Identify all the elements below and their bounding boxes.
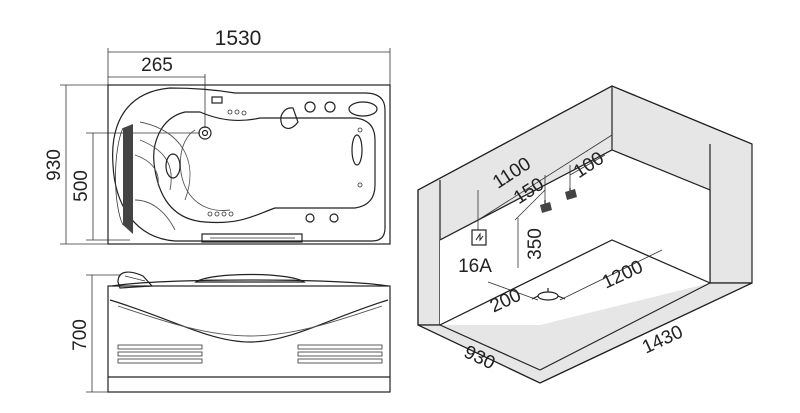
dimension-width: 930 [44, 84, 108, 245]
valve-left [304, 101, 316, 113]
dimension-width-label: 930 [44, 149, 65, 181]
shower-holder [348, 101, 378, 117]
power-socket-label: 16A [458, 256, 492, 277]
dimension-height-label: 700 [70, 319, 91, 351]
top-handle [194, 273, 306, 283]
dimension-length-label: 1530 [215, 27, 262, 50]
skirt-curve [109, 299, 389, 343]
dimension-inner-label: 500 [71, 170, 92, 202]
headrest-pillow [165, 153, 181, 179]
dimension-height: 700 [70, 274, 120, 393]
tub-outline-front [107, 285, 391, 393]
water-valve-right [565, 188, 577, 200]
tub-outline-top [107, 84, 391, 245]
dimension-offset-label: 265 [141, 55, 173, 76]
front-handle [201, 233, 303, 243]
vent-grille-right [297, 344, 383, 364]
jet-right [329, 213, 339, 223]
front-pillow [117, 271, 154, 289]
faucet [280, 107, 299, 129]
dimension-length: 1530 [107, 27, 391, 85]
tub-seat [179, 129, 231, 211]
top-view: 1530 265 930 500 [44, 27, 391, 245]
installation-view: 1100 150 100 350 16A [417, 85, 753, 384]
dimension-offset: 265 [108, 55, 206, 128]
back-cushion [351, 134, 363, 166]
vent-grille-left [117, 344, 203, 364]
front-view: 700 [70, 271, 391, 393]
side-jets [207, 109, 363, 217]
dimension-350: 350 [517, 218, 546, 268]
headrest-panel [123, 124, 133, 234]
dimension-350-label: 350 [525, 228, 546, 260]
jet-left [305, 213, 315, 223]
control-knob [198, 126, 212, 140]
tub-rim [111, 279, 389, 287]
water-valve-left [540, 200, 552, 213]
tub-basin [153, 111, 376, 224]
tub-shell [112, 87, 386, 242]
power-socket: 16A [458, 229, 492, 277]
valve-right [324, 101, 336, 113]
